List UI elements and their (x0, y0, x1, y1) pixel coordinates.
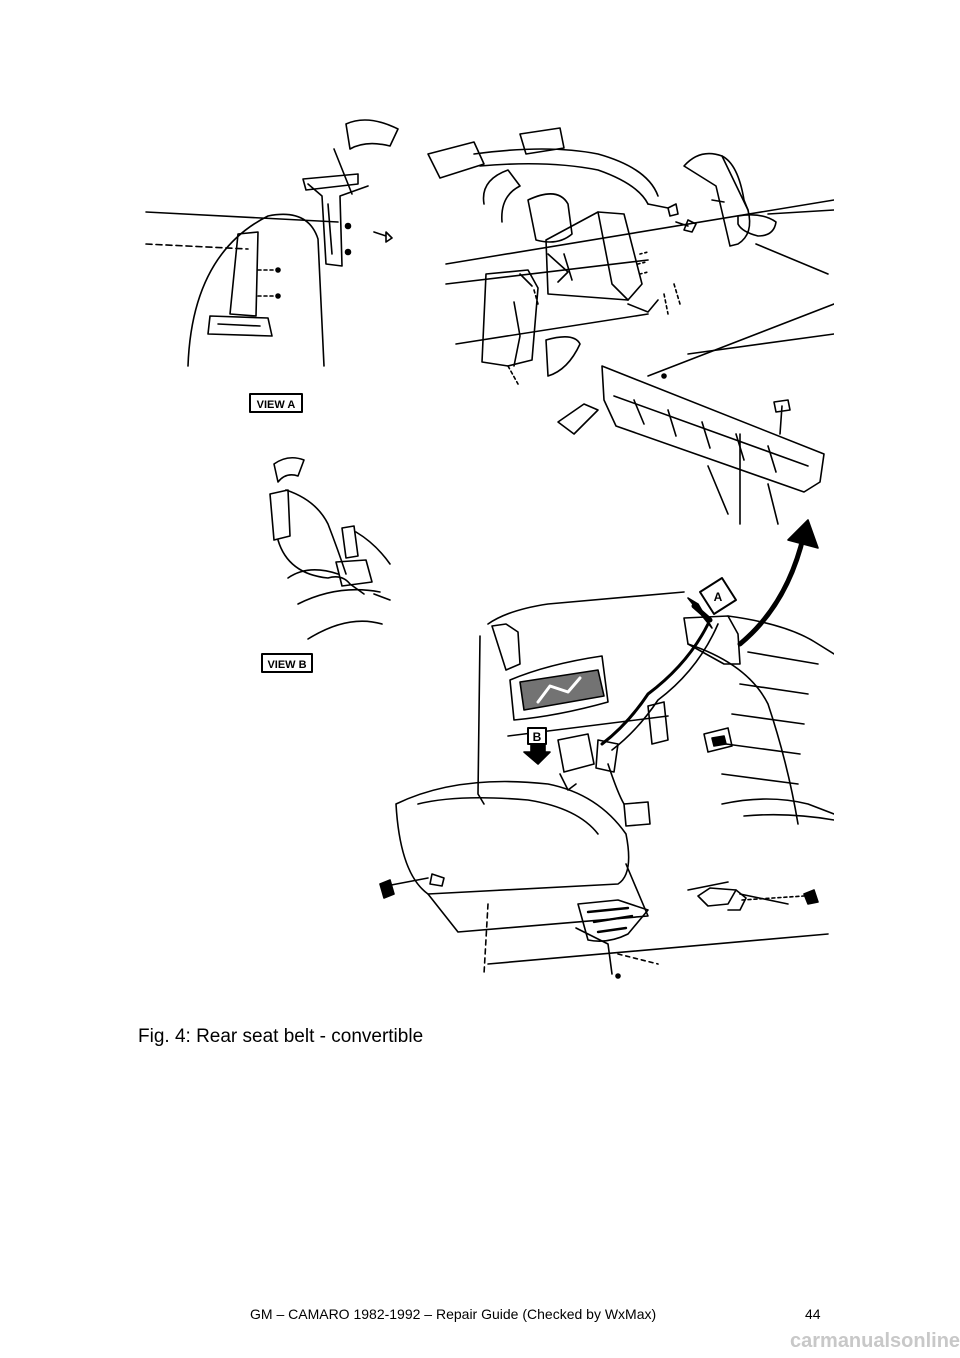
page-number: 44 (805, 1306, 821, 1322)
rear-deck-panel (513, 301, 834, 525)
figure-caption: Fig. 4: Rear seat belt - convertible (138, 1026, 424, 1047)
callout-b: B (523, 727, 551, 765)
retractor-assembly (427, 127, 834, 385)
view-a-detail (145, 119, 399, 367)
direction-arrow (737, 519, 819, 647)
view-b-detail (269, 456, 391, 640)
svg-text:A: A (714, 590, 723, 604)
rear-seat (379, 591, 834, 979)
view-b-label-box (261, 653, 313, 673)
seat-belt-diagram: VIEW A VIEW B (145, 119, 834, 979)
callout-a: A (687, 577, 737, 629)
view-a-label-box (249, 393, 303, 413)
view-b-label: VIEW B (267, 659, 306, 671)
svg-text:B: B (533, 730, 542, 744)
view-a-label: VIEW A (257, 399, 296, 411)
watermark: carmanualsonline.info (790, 1330, 960, 1352)
page-footer: GM – CAMARO 1982-1992 – Repair Guide (Ch… (250, 1306, 657, 1322)
